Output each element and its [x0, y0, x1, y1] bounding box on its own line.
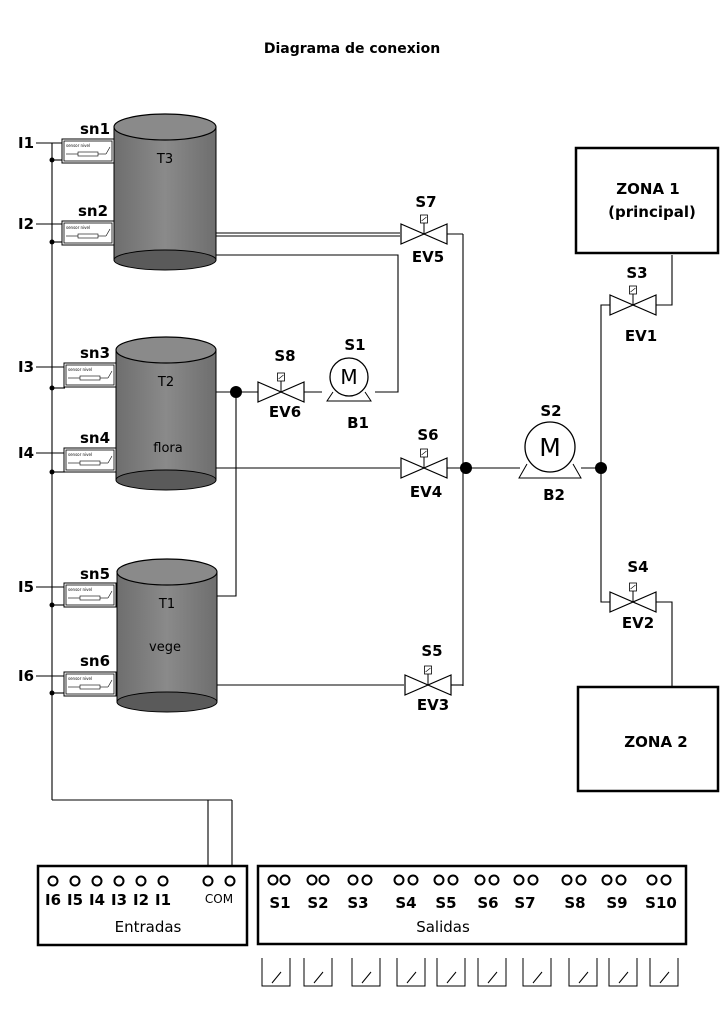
pump-B2: M S2 B2	[518, 402, 582, 504]
tank-T3: T3	[113, 113, 217, 271]
terminal-label: S5	[435, 894, 456, 912]
valve-id: EV5	[412, 248, 444, 266]
terminal-label: S8	[564, 894, 585, 912]
valve-EV5: S7 EV5	[400, 193, 448, 266]
valve-signal: S4	[627, 558, 648, 576]
tank-label: T3	[156, 152, 173, 167]
valve-EV2: S4 EV2	[609, 558, 657, 632]
diagram-title: Diagrama de conexion	[264, 41, 440, 57]
tank-T2: T2 flora	[115, 336, 217, 491]
tank-sublabel: vege	[149, 640, 181, 655]
pump-B1: M S1 B1	[326, 336, 372, 432]
zone-subtitle: (principal)	[608, 203, 696, 221]
sensor-id: sn4	[80, 429, 110, 447]
panel-label: Entradas	[115, 918, 182, 936]
terminal-label: S4	[395, 894, 416, 912]
common-label: COM	[205, 892, 233, 906]
terminal-label: S1	[269, 894, 290, 912]
valve-id: EV6	[269, 403, 301, 421]
input-label: I1	[18, 134, 34, 152]
terminal-label: S2	[307, 894, 328, 912]
valve-signal: S5	[421, 642, 442, 660]
input-label: I2	[18, 215, 34, 233]
pump-signal: S1	[344, 336, 365, 354]
terminal-label: S10	[645, 894, 677, 912]
sensor-sn4: sensor nivel sn4 I4	[18, 429, 117, 473]
motor-symbol: M	[340, 365, 357, 389]
sensor-sn1: sensor nivel sn1 I1	[18, 120, 115, 164]
input-terminal-holes	[47, 875, 236, 887]
piping	[205, 232, 673, 686]
tank-sublabel: flora	[153, 441, 182, 456]
terminal-label: S9	[606, 894, 627, 912]
tank-label: T2	[157, 375, 174, 390]
terminal-label: I3	[111, 891, 127, 909]
terminal-label: I4	[89, 891, 105, 909]
output-terminal-holes	[267, 874, 672, 886]
valve-id: EV2	[622, 614, 654, 632]
sensor-id: sn5	[80, 565, 110, 583]
sensor-sn5: sensor nivel sn5 I5	[18, 565, 117, 608]
output-relays	[261, 957, 679, 987]
terminal-label: I1	[155, 891, 171, 909]
input-label: I6	[18, 667, 34, 685]
terminal-label: S6	[477, 894, 498, 912]
valve-signal: S8	[274, 347, 295, 365]
valve-id: EV4	[410, 483, 442, 501]
terminal-label: S7	[514, 894, 535, 912]
valve-EV1: S3 EV1	[609, 264, 657, 345]
terminal-label: S3	[347, 894, 368, 912]
pump-id: B2	[543, 486, 565, 504]
motor-symbol: M	[539, 433, 561, 462]
sensor-text: sensor nivel	[68, 676, 92, 681]
terminal-label: I6	[45, 891, 61, 909]
zone-1: ZONA 1 (principal)	[574, 146, 720, 255]
sensor-text: sensor nivel	[68, 452, 92, 457]
terminal-label: I2	[133, 891, 149, 909]
zone-title: ZONA 2	[624, 733, 687, 751]
wiring-junctions	[49, 157, 55, 696]
valve-id: EV3	[417, 696, 449, 714]
input-label: I5	[18, 578, 34, 596]
pump-signal: S2	[540, 402, 561, 420]
valve-id: EV1	[625, 327, 657, 345]
sensor-sn6: sensor nivel sn6 I6	[18, 652, 117, 697]
zone-2: ZONA 2	[576, 685, 720, 793]
sensor-text: sensor nivel	[66, 225, 90, 230]
tank-label: T1	[158, 597, 175, 612]
pipe-junctions	[230, 386, 607, 474]
valve-signal: S3	[626, 264, 647, 282]
sensor-text: sensor nivel	[68, 367, 92, 372]
sensor-id: sn1	[80, 120, 110, 138]
sensor-text: sensor nivel	[68, 587, 92, 592]
valve-EV3: S5 EV3	[404, 642, 452, 714]
valve-signal: S7	[415, 193, 436, 211]
valve-EV6: S8 EV6	[257, 347, 305, 421]
tank-T1: T1 vege	[116, 558, 218, 713]
input-label: I3	[18, 358, 34, 376]
valve-EV4: S6 EV4	[400, 426, 448, 501]
sensor-sn3: sensor nivel sn3 I3	[18, 344, 117, 388]
terminal-label: I5	[67, 891, 83, 909]
sensor-id: sn6	[80, 652, 110, 670]
pump-id: B1	[347, 414, 369, 432]
sensor-id: sn3	[80, 344, 110, 362]
sensor-sn2: sensor nivel sn2 I2	[18, 202, 115, 246]
sensor-id: sn2	[78, 202, 108, 220]
panel-label: Salidas	[416, 918, 470, 936]
valve-signal: S6	[417, 426, 438, 444]
zone-title: ZONA 1	[616, 180, 679, 198]
inputs-panel: I6 I5 I4 I3 I2 I1 COM Entradas	[36, 864, 249, 947]
sensor-text: sensor nivel	[66, 143, 90, 148]
outputs-panel: S1 S2 S3 S4 S5 S6 S7 S8 S9 S10 Salidas	[256, 864, 688, 946]
input-label: I4	[18, 444, 34, 462]
